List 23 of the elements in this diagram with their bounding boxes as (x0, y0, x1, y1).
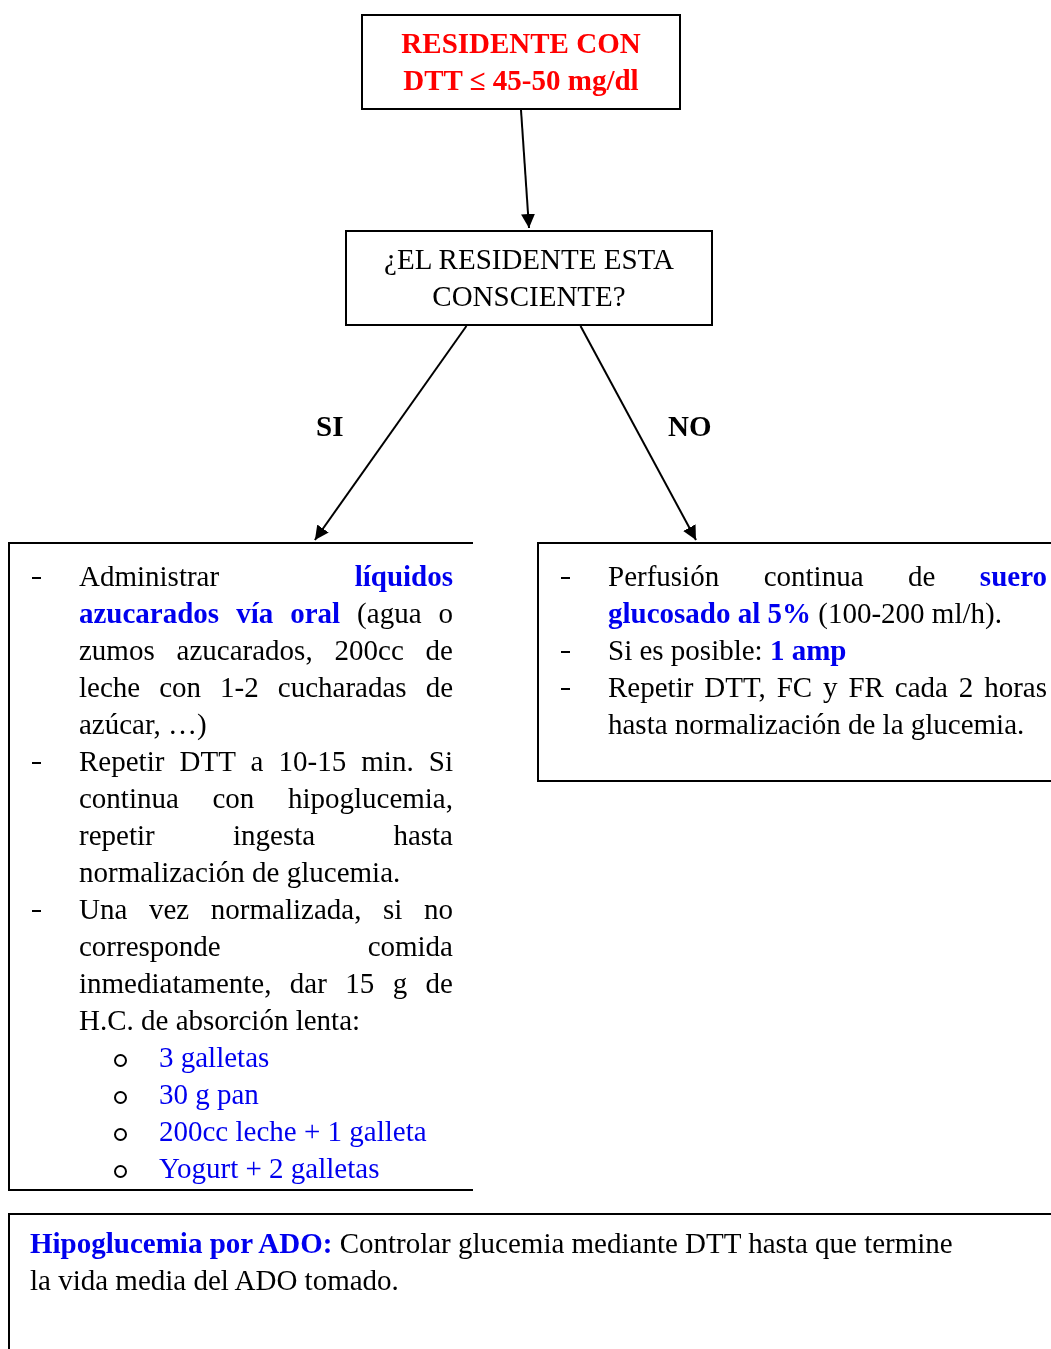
instruction-text: Perfusión continua de suero glucosado al 5% (100-200 ml/h). (608, 559, 1047, 631)
edge-label: NO (668, 409, 712, 444)
edge-label: SI (316, 409, 344, 444)
process-box (361, 14, 681, 110)
note-text: Hipoglucemia por ADO: Controlar glucemia mediante DTT hasta que termine la vida media del ADO tomado. (30, 1226, 954, 1298)
heading-text: RESIDENTE CON DTT ≤ 45-50 mg/dl (400, 26, 642, 98)
list-item: 3 galletas (159, 1040, 271, 1075)
arrow (313, 325, 468, 541)
process-box (8, 542, 473, 1191)
question-text: ¿EL RESIDENTE ESTA CONSCIENTE? (383, 242, 675, 314)
process-box (345, 230, 713, 326)
process-box (537, 542, 1051, 782)
instruction-text: Una vez normalizada, si no corresponde comida inmediatamente, dar 15 g de H.C. de absorción lenta: (79, 892, 453, 1038)
list-item: Yogurt + 2 galletas (159, 1151, 381, 1186)
instruction-text: Administrar líquidos azucarados vía oral (agua o zumos azucarados, 200cc de leche con 1-2 cucharadas de azúcar, …) (79, 559, 453, 742)
list-item: 200cc leche + 1 galleta (159, 1114, 428, 1149)
arrow (579, 325, 697, 541)
instruction-text: Repetir DTT, FC y FR cada 2 horas hasta normalización de la glucemia. (608, 670, 1047, 742)
list-item: 30 g pan (159, 1077, 260, 1112)
process-box (8, 1213, 1051, 1349)
instruction-text: Repetir DTT a 10-15 min. Si continua con hipoglucemia, repetir ingesta hasta normalización de glucemia. (79, 744, 453, 890)
instruction-text: Si es posible: 1 amp (608, 633, 848, 668)
arrow (520, 109, 536, 229)
